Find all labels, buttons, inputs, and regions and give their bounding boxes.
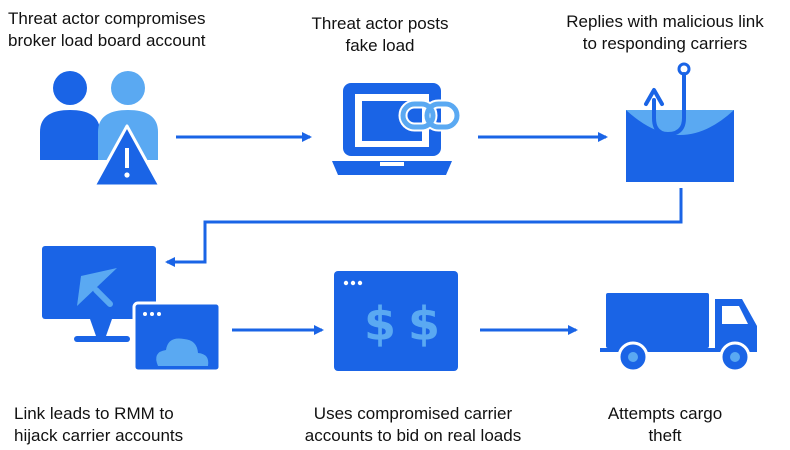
truck-icon [600,293,757,373]
arrow-step3-to-step4 [165,188,683,267]
svg-text:$: $ [408,297,440,351]
svg-text:$: $ [364,297,396,351]
step-4-label: Link leads to RMM to hijack carrier acco… [14,404,184,445]
step-6-label: Attempts cargo theft [607,404,723,445]
phishing-hook-email-icon [626,62,734,182]
compromised-users-warning-icon [40,71,162,188]
browser-dollar-icon: $ $ [334,271,458,371]
remote-desktop-cloud-icon [42,246,222,373]
step-1-label: Threat actor compromises broker load boa… [8,9,206,50]
step-5-label: Uses compromised carrier accounts to bid… [304,404,522,445]
step-2-label: Threat actor posts fake load [311,14,449,55]
laptop-link-icon [332,83,462,175]
step-3-label: Replies with malicious link to respondin… [566,12,764,53]
